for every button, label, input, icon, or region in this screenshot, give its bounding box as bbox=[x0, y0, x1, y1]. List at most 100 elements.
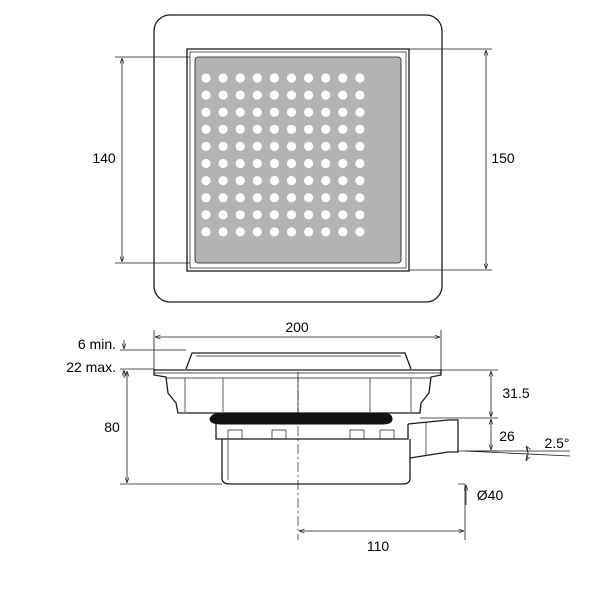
grate-hole bbox=[355, 141, 365, 151]
grate-hole bbox=[201, 124, 211, 134]
grate-hole bbox=[218, 176, 228, 186]
grate-hole bbox=[355, 227, 365, 237]
grate-hole bbox=[218, 193, 228, 203]
collar-tabs bbox=[227, 429, 395, 440]
grate-hole bbox=[201, 141, 211, 151]
grate-hole bbox=[338, 90, 348, 100]
grate-hole bbox=[252, 90, 262, 100]
grate-hole bbox=[338, 210, 348, 220]
grate-top-profile bbox=[185, 352, 412, 370]
grate-hole bbox=[269, 90, 279, 100]
grate-hole bbox=[321, 124, 331, 134]
dimension-slope-label: 2.5° bbox=[544, 435, 569, 451]
grate-hole bbox=[304, 176, 314, 186]
grate-hole bbox=[218, 73, 228, 83]
drain-body bbox=[221, 439, 411, 485]
grate-hole bbox=[252, 176, 262, 186]
grate-hole bbox=[269, 73, 279, 83]
grate-hole bbox=[286, 176, 297, 186]
grate-hole bbox=[321, 210, 331, 220]
grate-hole bbox=[235, 176, 245, 186]
dimension-31-5-label: 31.5 bbox=[502, 385, 529, 401]
dimension-6min-label: 6 min. bbox=[78, 336, 116, 352]
dimension-22max-label: 22 max. bbox=[66, 359, 116, 375]
grate-hole bbox=[269, 176, 279, 186]
grate-hole bbox=[286, 227, 297, 237]
grate-hole bbox=[355, 210, 365, 220]
grate-hole bbox=[321, 141, 331, 151]
grate-hole bbox=[269, 124, 279, 134]
grate-hole bbox=[304, 124, 314, 134]
grate-hole bbox=[304, 73, 314, 83]
grate-hole bbox=[252, 73, 262, 83]
grate-hole bbox=[218, 158, 228, 169]
dimension-200-label: 200 bbox=[285, 319, 309, 335]
grate-hole bbox=[218, 124, 228, 134]
grate-hole bbox=[338, 141, 348, 151]
grate-hole bbox=[304, 193, 314, 203]
grate-hole bbox=[252, 141, 262, 151]
grate-hole bbox=[321, 227, 331, 237]
grate-hole bbox=[201, 176, 211, 186]
grate-hole bbox=[235, 210, 245, 220]
grate-hole bbox=[269, 158, 279, 169]
grate-hole bbox=[321, 107, 331, 117]
grate-hole bbox=[286, 90, 297, 100]
frame-inner-edge bbox=[186, 48, 410, 272]
grate-hole bbox=[235, 193, 245, 203]
grate-hole bbox=[201, 193, 211, 203]
frame-outer bbox=[153, 14, 443, 303]
grate-hole bbox=[286, 141, 297, 151]
grate-hole bbox=[235, 227, 245, 237]
grate-hole bbox=[355, 107, 365, 117]
grate-hole bbox=[321, 73, 331, 83]
collar bbox=[215, 424, 409, 440]
grate-hole bbox=[304, 107, 314, 117]
side-view: 200 bbox=[66, 319, 571, 554]
grate-hole bbox=[321, 176, 331, 186]
grate-hole bbox=[321, 193, 331, 203]
grate-hole bbox=[304, 90, 314, 100]
grate-hole bbox=[338, 227, 348, 237]
grate-hole bbox=[201, 107, 211, 117]
grate-hole bbox=[355, 176, 365, 186]
grate-hole bbox=[235, 107, 245, 117]
grate-hole bbox=[201, 90, 211, 100]
grate-hole bbox=[235, 73, 245, 83]
grate-hole bbox=[286, 193, 297, 203]
grate-hole bbox=[269, 193, 279, 203]
grate-hole bbox=[321, 90, 331, 100]
grate-hole bbox=[235, 158, 245, 169]
grate-hole bbox=[286, 73, 297, 83]
dimension-80-label: 80 bbox=[104, 419, 120, 435]
grate-hole bbox=[304, 141, 314, 151]
grate-hole bbox=[252, 193, 262, 203]
grate-hole bbox=[286, 124, 297, 134]
grate-hole bbox=[252, 158, 262, 169]
grate-hole bbox=[252, 210, 262, 220]
dimension-140-label: 140 bbox=[92, 150, 116, 166]
grate-hole bbox=[286, 107, 297, 117]
grate-hole bbox=[338, 73, 348, 83]
grate-hole bbox=[218, 107, 228, 117]
grate-plate bbox=[194, 56, 402, 264]
flange-profile bbox=[153, 369, 442, 414]
grate-hole bbox=[235, 90, 245, 100]
grate-hole bbox=[235, 124, 245, 134]
grate-hole bbox=[338, 158, 348, 169]
grate-hole bbox=[355, 193, 365, 203]
slope-arc bbox=[526, 446, 528, 461]
grate-hole bbox=[269, 141, 279, 151]
grate-hole bbox=[218, 90, 228, 100]
grate-hole bbox=[338, 176, 348, 186]
grate-hole bbox=[286, 158, 297, 169]
grate-hole bbox=[304, 158, 314, 169]
grate-hole bbox=[304, 210, 314, 220]
dimension-d40-label: Ø40 bbox=[477, 487, 504, 503]
grate-hole bbox=[355, 73, 365, 83]
grate-hole bbox=[304, 227, 314, 237]
grate-hole bbox=[201, 210, 211, 220]
gasket bbox=[209, 412, 393, 425]
grate-hole bbox=[252, 107, 262, 117]
slope-line bbox=[464, 450, 571, 457]
